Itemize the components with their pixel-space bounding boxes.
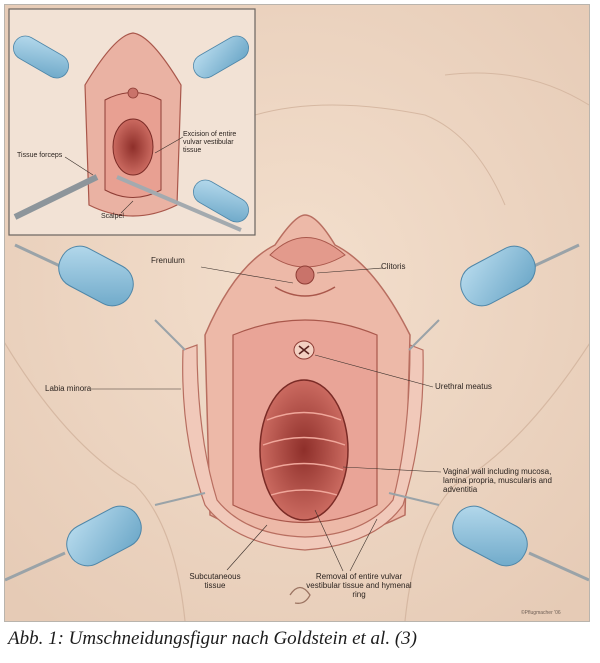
label-excision: Excision of entire vulvar vestibular tis…: [183, 131, 237, 154]
label-vaginal-wall: Vaginal wall including mucosa, lamina pr…: [443, 467, 552, 494]
labia-minora-shape: [182, 344, 424, 551]
inset-panel: [8, 8, 256, 236]
clitoris-shape: [295, 265, 315, 285]
label-subcutaneous: Subcutaneous tissue: [189, 572, 241, 590]
pubic-contour: [254, 104, 506, 206]
vaginal-canal: [259, 379, 349, 521]
medical-illustration: Frenulum Clitoris Labia minora Urethral …: [4, 4, 590, 622]
label-clitoris: Clitoris: [381, 262, 406, 271]
label-labia-minora: Labia minora: [45, 384, 92, 393]
label-tissue-forceps: Tissue forceps: [17, 152, 63, 159]
label-removal: Removal of entire vulvar vestibular tiss…: [306, 572, 412, 599]
anus-shape: [289, 586, 311, 604]
retractors: [5, 243, 589, 582]
thigh-contour-left: [5, 342, 186, 621]
anatomical-drawing: [5, 5, 589, 621]
thigh-contour-right: [404, 343, 589, 621]
artist-signature: ©Pflugmacher '06: [521, 610, 561, 616]
figure-caption: Abb. 1: Umschneidungsfigur nach Goldstei…: [8, 628, 417, 649]
label-scalpel: Scalpel: [101, 213, 124, 220]
label-urethral-meatus: Urethral meatus: [435, 382, 492, 391]
label-frenulum: Frenulum: [151, 256, 185, 265]
leader-lines: [91, 266, 442, 572]
clitoral-hood: [269, 237, 346, 268]
